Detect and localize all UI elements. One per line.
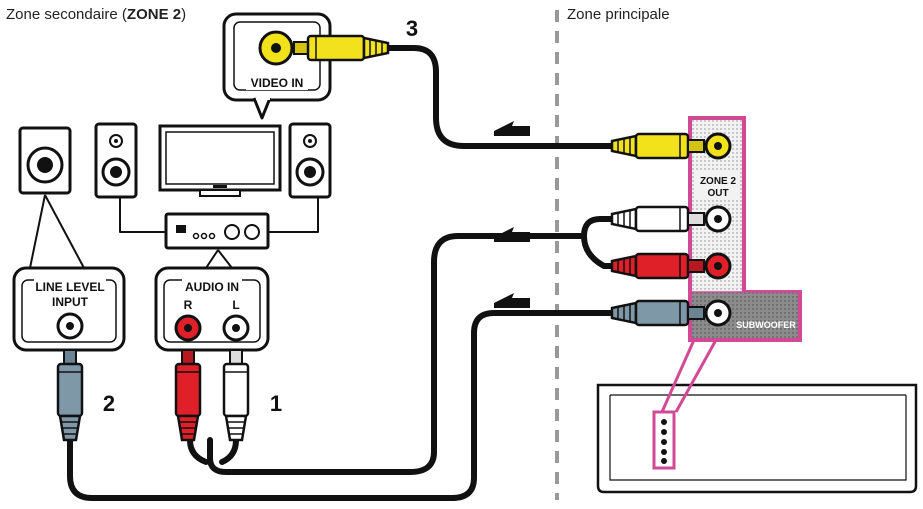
line-level-label: LINE LEVEL — [35, 280, 104, 294]
speaker-wire-left — [119, 194, 167, 233]
audio-r-label: R — [184, 298, 193, 312]
secondary-zone-label: Zone secondaire (ZONE 2) — [6, 6, 186, 23]
cables — [67, 45, 615, 501]
secondary-zone-prefix: Zone secondaire ( — [6, 6, 127, 23]
sub-callout-line-b — [44, 194, 85, 269]
secondary-zone-name: ZONE 2 — [126, 6, 182, 23]
audio-plug-r-receiver — [610, 252, 705, 280]
right-speaker — [288, 122, 332, 199]
zone2-out-label-2: OUT — [707, 188, 728, 199]
arrow-audio — [494, 227, 530, 242]
video-plug-tv — [293, 34, 390, 62]
speaker-wire-right — [267, 194, 319, 233]
subwoofer-speaker — [18, 126, 72, 195]
audio-in-box: AUDIO IN R L — [154, 266, 270, 352]
sub-callout-line-a — [29, 194, 46, 269]
video-in-box: VIDEO IN — [222, 12, 332, 120]
secondary-zone-suffix: ) — [181, 6, 187, 23]
panel-callout-line-a — [660, 339, 696, 413]
subwoofer-plug-sub — [56, 349, 84, 442]
panel-callout-line-b — [674, 339, 718, 413]
arrow-subwoofer — [494, 293, 530, 308]
amp-callout-line-a — [205, 249, 219, 269]
audio-plug-l-receiver — [610, 205, 705, 233]
audio-cable-r-branch — [187, 437, 209, 465]
audio-plug-r — [174, 349, 202, 442]
subwoofer-plug-receiver — [610, 299, 705, 327]
amp-callout-line-b — [217, 249, 233, 269]
zone2-out-label-1: ZONE 2 — [700, 176, 737, 187]
step-1: 1 — [270, 391, 282, 416]
television — [158, 124, 282, 197]
av-receiver — [596, 383, 918, 494]
video-cable — [385, 45, 615, 149]
audio-cable-junction — [581, 216, 615, 269]
main-zone-label: Zone principale — [567, 6, 670, 23]
video-in-label: VIDEO IN — [251, 76, 304, 90]
left-speaker — [94, 122, 138, 199]
subwoofer-label: SUBWOOFER — [736, 320, 796, 330]
receiver-output-panel: ZONE 2 OUT SUBWOOFER — [688, 116, 802, 342]
subwoofer-cable — [67, 310, 615, 501]
step-3: 3 — [406, 16, 418, 41]
step-2: 2 — [103, 391, 115, 416]
zone2-amplifier — [164, 212, 270, 250]
line-level-input-box: LINE LEVEL INPUT — [12, 266, 126, 352]
audio-l-label: L — [232, 298, 239, 312]
input-label: INPUT — [52, 295, 89, 309]
audio-in-label: AUDIO IN — [185, 280, 239, 294]
signal-arrows — [494, 121, 530, 308]
arrow-video — [494, 121, 530, 136]
video-plug-receiver — [610, 132, 705, 160]
audio-cable — [207, 233, 587, 475]
audio-cable-l-branch — [219, 437, 239, 465]
audio-plug-l — [222, 349, 250, 442]
